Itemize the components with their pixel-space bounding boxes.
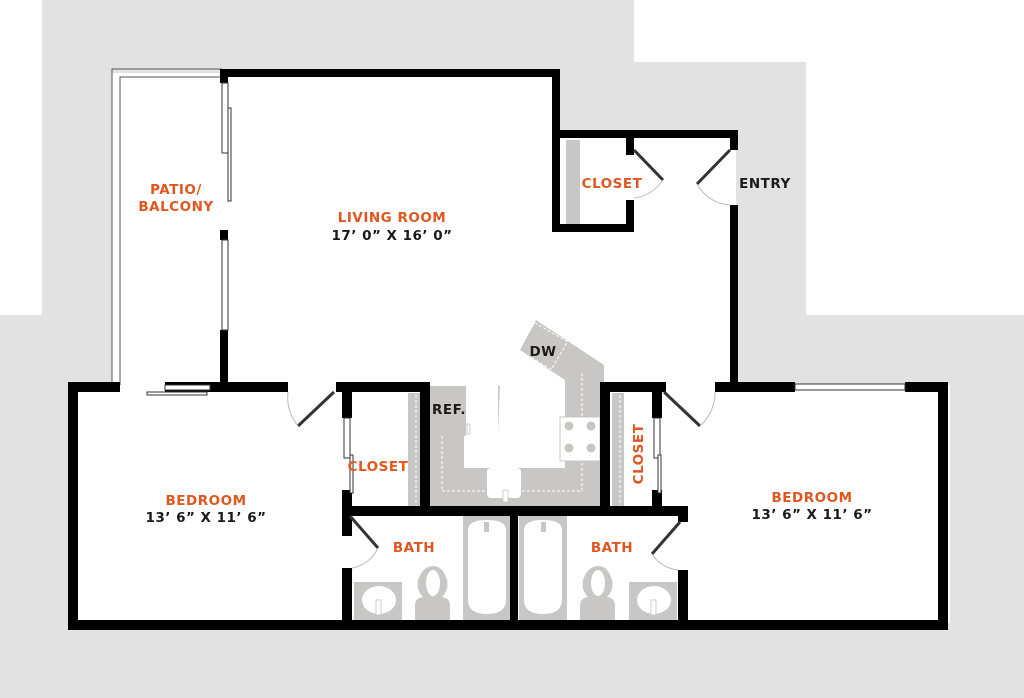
bedroom-right-dimensions: 13’ 6” X 11’ 6” (751, 507, 872, 523)
door-swings (287, 179, 731, 571)
refrigerator (428, 386, 471, 436)
stove-icon (559, 416, 601, 462)
windows (146, 82, 906, 494)
closet-left-label: CLOSET (348, 459, 409, 475)
bath-right-label: BATH (591, 540, 633, 556)
bedroom-left-dimensions: 13’ 6” X 11’ 6” (145, 510, 266, 526)
floor-area (70, 70, 950, 623)
patio-label-line2: BALCONY (138, 199, 213, 215)
doors (296, 148, 732, 555)
living-room-dimensions: 17’ 0” X 16’ 0” (331, 228, 452, 244)
living-room-label: LIVING ROOM (338, 210, 446, 226)
refrigerator-label: REF. (432, 402, 466, 418)
bath-left-label: BATH (393, 540, 435, 556)
patio-railing (111, 68, 222, 385)
sink-icon (487, 468, 521, 503)
dishwasher-label: DW (529, 344, 556, 360)
entry-closet-label: CLOSET (582, 176, 643, 192)
bedroom-left-label: BEDROOM (166, 493, 247, 509)
closet-right-label: CLOSET (631, 423, 647, 484)
bath-fixtures (354, 515, 677, 620)
walls (68, 69, 948, 630)
patio-label-line1: PATIO/ (150, 182, 202, 198)
bedroom-right-label: BEDROOM (772, 490, 853, 506)
entry-label: ENTRY (739, 176, 791, 192)
